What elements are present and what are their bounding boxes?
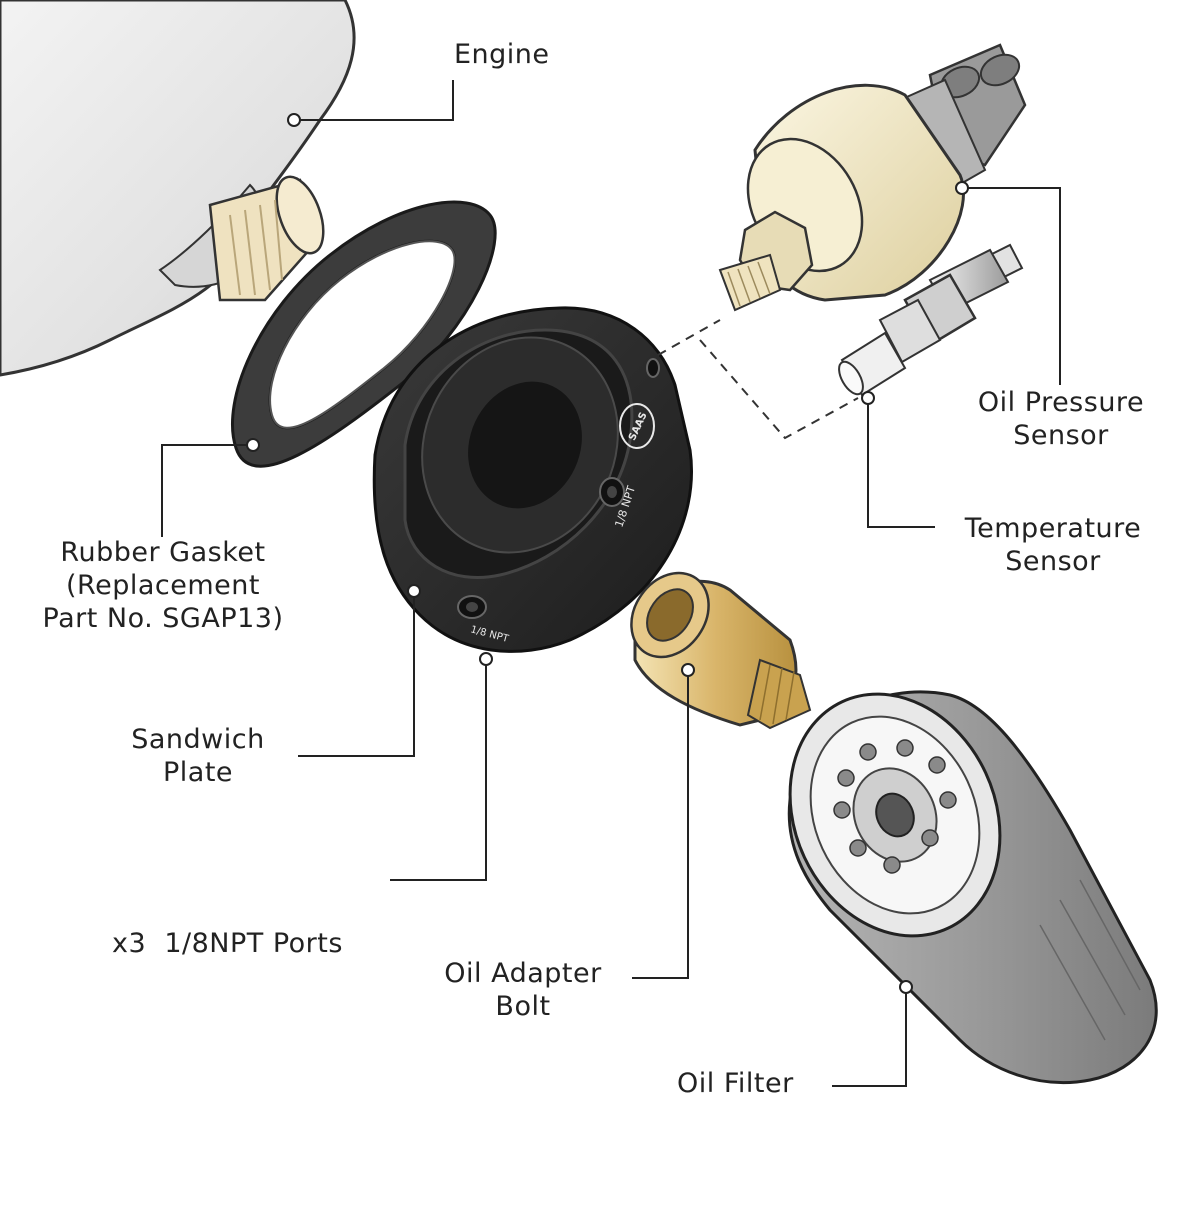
oil-filter [787, 690, 1158, 1085]
rubber-gasket [231, 200, 497, 468]
oil-pressure-sensor [718, 43, 1027, 312]
leader-temperature [867, 398, 935, 528]
label-gasket-line-3: Part No. SGAP13) [42, 603, 284, 634]
temperature-sensor [838, 243, 1024, 397]
label-oil-adapter-bolt: Oil Adapter Bolt [428, 957, 618, 1023]
label-filter-line-1: Oil Filter [677, 1068, 794, 1099]
label-oil-pressure-line-1: Oil Pressure [977, 387, 1145, 418]
label-temperature-sensor: Temperature Sensor [952, 512, 1154, 578]
label-oil-filter: Oil Filter [677, 1067, 794, 1100]
label-sandwich-line-1: Sandwich [131, 724, 265, 755]
label-gasket-line-1: Rubber Gasket [60, 537, 266, 568]
leader-engine [294, 80, 454, 121]
label-ports-line-1: x3 1/8NPT Ports [112, 928, 343, 959]
leader-sandwich [298, 591, 415, 757]
label-engine-line-1: Engine [454, 39, 550, 70]
label-npt-ports: x3 1/8NPT Ports [112, 861, 343, 993]
label-temperature-line-1: Temperature [964, 513, 1142, 544]
engine-block [0, 0, 356, 377]
dashed-guide-lines [657, 319, 859, 440]
label-sandwich-line-2: Plate [162, 757, 234, 788]
label-sandwich-plate: Sandwich Plate [118, 723, 278, 789]
label-engine: Engine [454, 38, 550, 71]
leader-oil-pressure [962, 187, 1061, 385]
label-rubber-gasket: Rubber Gasket (Replacement Part No. SGAP… [28, 536, 298, 635]
leader-ports [390, 659, 487, 881]
label-gasket-line-2: (Replacement [66, 570, 260, 601]
leader-gasket [161, 444, 253, 537]
label-bolt-line-1: Oil Adapter [444, 958, 602, 989]
oil-adapter-bolt [630, 571, 812, 730]
leader-dots [246, 113, 969, 994]
label-oil-pressure-sensor: Oil Pressure Sensor [966, 386, 1156, 452]
leader-lines [161, 80, 1061, 1087]
leader-bolt [632, 670, 689, 979]
label-bolt-line-2: Bolt [495, 991, 551, 1022]
sandwich-plate [372, 306, 693, 653]
label-oil-pressure-line-2: Sensor [1013, 420, 1109, 451]
leader-filter [832, 987, 907, 1087]
label-temperature-line-2: Sensor [1005, 546, 1101, 577]
